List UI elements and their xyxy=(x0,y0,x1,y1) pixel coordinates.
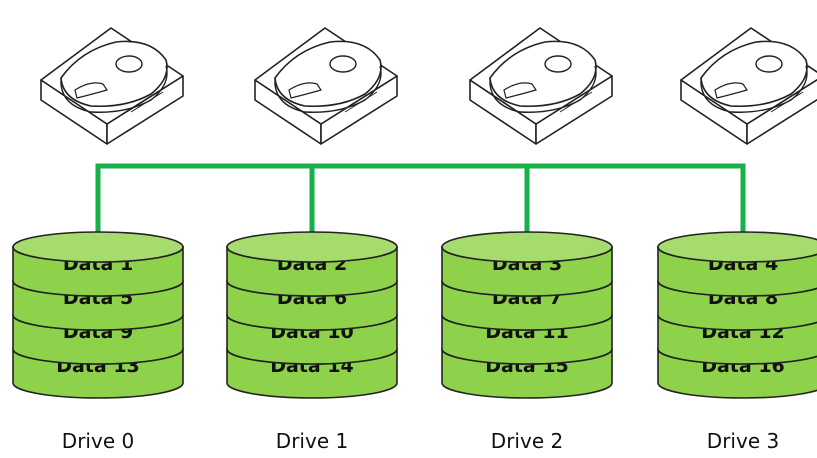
drive-label: Drive 3 xyxy=(707,429,779,453)
data-bus xyxy=(95,163,746,234)
hard-drive-icon xyxy=(254,27,398,145)
disk-top xyxy=(226,231,398,263)
hard-drive-icons xyxy=(40,27,817,145)
drive-label: Drive 2 xyxy=(491,429,563,453)
hard-drive-icon xyxy=(40,27,184,145)
disk-top xyxy=(441,231,613,263)
drive-label: Drive 0 xyxy=(62,429,134,453)
disk-top xyxy=(12,231,184,263)
hard-drive-icon xyxy=(469,27,613,145)
disk-top xyxy=(657,231,817,263)
drive-label: Drive 1 xyxy=(276,429,348,453)
hard-drive-icon xyxy=(680,27,817,145)
